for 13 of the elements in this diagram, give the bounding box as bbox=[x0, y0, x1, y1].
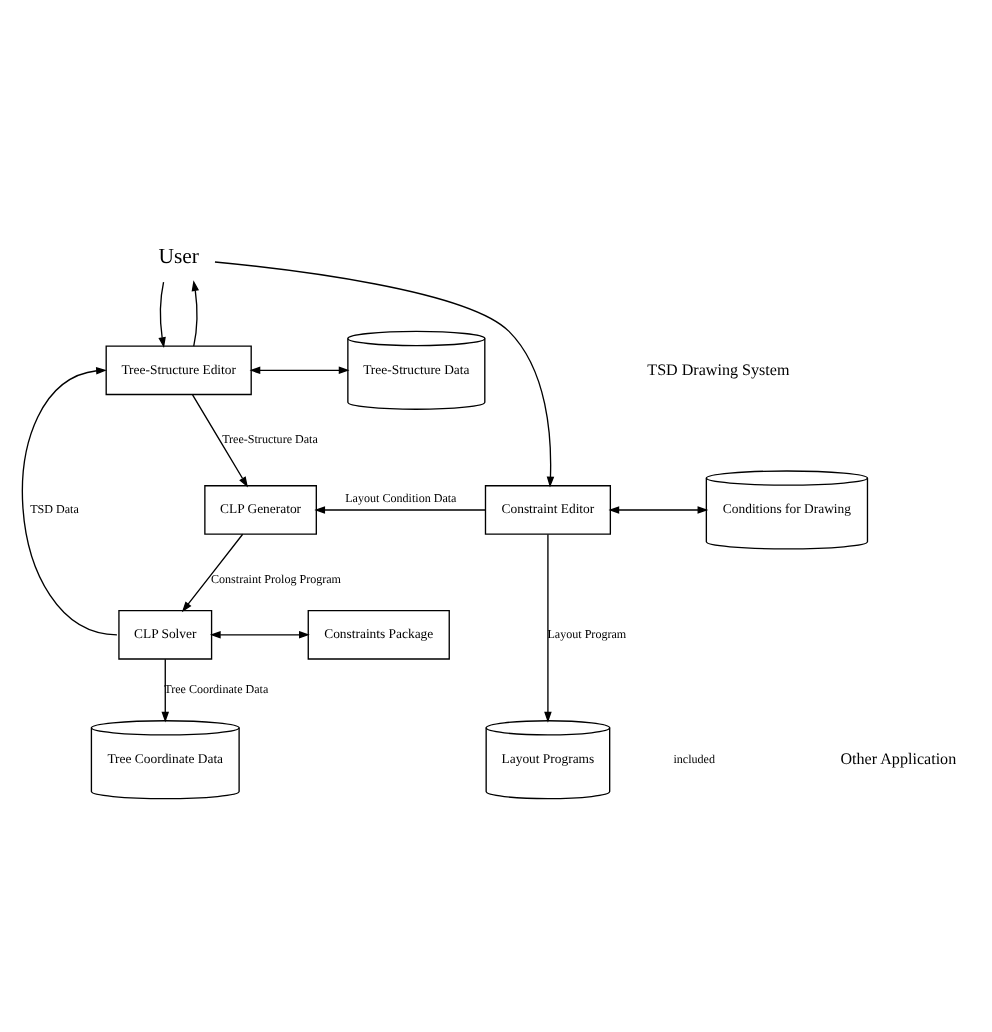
arrow bbox=[544, 533, 552, 723]
arrow bbox=[191, 394, 248, 488]
arrow bbox=[249, 366, 350, 375]
node-text: User bbox=[158, 244, 199, 269]
arrow bbox=[181, 533, 244, 613]
arrow bbox=[608, 506, 709, 514]
arrow bbox=[214, 261, 555, 488]
arrow bbox=[191, 280, 200, 347]
arrow bbox=[314, 506, 487, 514]
arrow bbox=[209, 631, 310, 639]
arrow bbox=[22, 367, 118, 636]
arrow bbox=[161, 658, 170, 723]
arrow bbox=[158, 281, 166, 349]
